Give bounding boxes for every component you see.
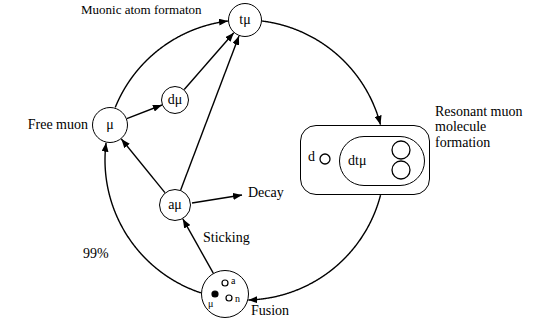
state-circle: tμ	[228, 3, 262, 37]
annotation-label: Decay	[247, 185, 285, 200]
node-symbol: tμ	[239, 12, 250, 27]
decay-arrow	[192, 195, 242, 203]
nucleus-circle	[392, 161, 410, 179]
cycle-arrow	[127, 105, 162, 119]
annotation-label: n	[234, 293, 241, 304]
neutron-particle	[226, 295, 232, 301]
state-circle: dμ	[161, 86, 189, 114]
node-label: Free muon	[28, 117, 88, 132]
edge-label: Sticking	[202, 230, 251, 245]
state-circle: aμ	[159, 189, 191, 221]
nuclei-symbol	[386, 138, 416, 182]
node-label: Resonant muon molecule formation	[435, 104, 539, 150]
cycle-arrow	[248, 195, 380, 300]
state-circle: Fusion	[201, 270, 249, 318]
cycle-arrow	[115, 21, 228, 107]
process-box: Resonant muon molecule formationdtμ	[300, 125, 430, 195]
annotation-label: d	[307, 149, 316, 164]
edge-label: 99%	[82, 246, 110, 261]
cycle-arrow	[262, 21, 380, 125]
node-symbol: aμ	[168, 197, 182, 212]
nucleus-circle	[392, 141, 410, 159]
cycle-arrow	[121, 139, 165, 193]
cycle-arrow	[184, 33, 234, 90]
node-label: Fusion	[251, 303, 289, 318]
node-symbol: μ	[106, 117, 114, 132]
annotation-label: Muonic atom formaton	[80, 3, 203, 17]
state-circle: Free muonμ	[92, 107, 128, 143]
annotation-label: μ	[207, 298, 214, 309]
alpha-particle	[222, 280, 228, 286]
deuteron-symbol	[320, 154, 330, 164]
annotation-label: a	[230, 275, 236, 286]
cycle-arrow	[183, 219, 213, 273]
muon-particle	[212, 291, 218, 297]
node-symbol: dμ	[168, 92, 183, 107]
node-label: dtμ	[348, 153, 366, 168]
cycle-arrow	[181, 36, 239, 190]
process-box: dtμ	[339, 136, 425, 186]
cycle-arrow	[105, 143, 201, 293]
